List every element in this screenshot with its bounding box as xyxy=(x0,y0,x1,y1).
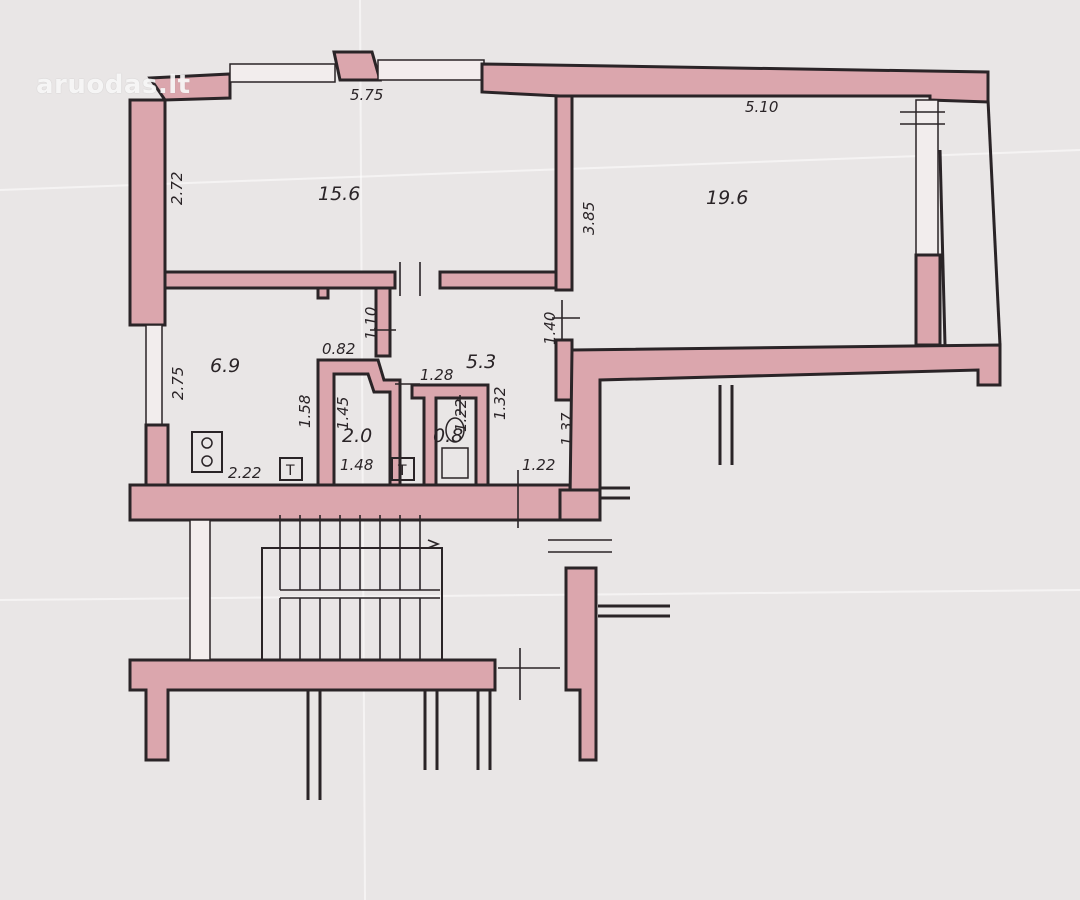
wall-room-hall xyxy=(438,270,572,290)
stove-icon xyxy=(191,431,223,473)
window-stair xyxy=(189,519,211,661)
wall-entry-jamb xyxy=(558,488,602,522)
dimension-label: 5.10 xyxy=(745,98,778,116)
room-area-label: 0.8 xyxy=(433,425,463,447)
dimension-label: 1.10 xyxy=(362,307,380,340)
room-area-label: 19.6 xyxy=(706,187,748,209)
staircase xyxy=(261,515,443,661)
wall-top-left xyxy=(147,72,232,102)
wall-stair-right xyxy=(564,566,598,762)
dimension-label: 3.85 xyxy=(580,202,598,235)
wall-right-inner xyxy=(914,253,942,347)
wall-hall-right xyxy=(554,338,574,402)
wall-room-kitchen xyxy=(163,270,397,290)
dimension-label: 1.45 xyxy=(334,397,352,430)
dimension-label: 0.82 xyxy=(322,340,355,358)
balcony-edge xyxy=(986,99,1002,346)
dimension-label: 1.28 xyxy=(420,366,453,384)
wall-left-upper xyxy=(128,98,167,327)
paper-fold-line xyxy=(0,589,1080,601)
dimension-label: 2.72 xyxy=(168,172,186,205)
dimension-label: 1.22 xyxy=(452,399,470,432)
wall-top-right xyxy=(480,62,990,104)
wall-room-bottom xyxy=(568,343,1002,502)
window-top-left xyxy=(229,63,336,83)
bath-fixture-box xyxy=(391,457,415,481)
paper-fold-line xyxy=(359,0,366,900)
dimension-label: 1.48 xyxy=(340,456,373,474)
wall-wc xyxy=(410,383,490,487)
wall-stair-bottom xyxy=(128,658,497,762)
window-kitchen xyxy=(145,324,163,426)
wall-hall-partition xyxy=(374,286,392,358)
kitchen-fixture-box xyxy=(279,457,303,481)
window-top-middle xyxy=(377,59,485,81)
room-area-label: 6.9 xyxy=(210,355,240,377)
room-area-label: 2.0 xyxy=(342,425,372,447)
dimension-label: 1.58 xyxy=(296,395,314,428)
dimension-label: 2.75 xyxy=(169,367,187,400)
fixture-mark: T xyxy=(397,463,407,479)
fixture-mark: T xyxy=(285,463,295,479)
balcony-rail xyxy=(938,149,947,346)
dimension-label: 2.22 xyxy=(228,464,261,482)
dimension-label: 1.22 xyxy=(522,456,555,474)
dimension-label: 5.75 xyxy=(350,86,383,104)
dimension-label: 1.32 xyxy=(491,387,509,420)
wall-bathroom xyxy=(316,358,402,487)
wall-stub xyxy=(316,286,330,300)
toilet-icon xyxy=(441,395,469,479)
wall-room-divider xyxy=(554,94,574,292)
dimension-label: 1.40 xyxy=(541,312,559,345)
room-area-label: 15.6 xyxy=(318,183,360,205)
dimension-label: 1.37 xyxy=(558,412,576,446)
watermark-logo: aruodas.lt xyxy=(36,70,191,100)
wall-pier xyxy=(332,50,382,82)
wall-kitchen-bottom xyxy=(128,483,572,522)
room-area-label: 5.3 xyxy=(466,351,496,373)
paper-fold-line xyxy=(0,149,1080,191)
